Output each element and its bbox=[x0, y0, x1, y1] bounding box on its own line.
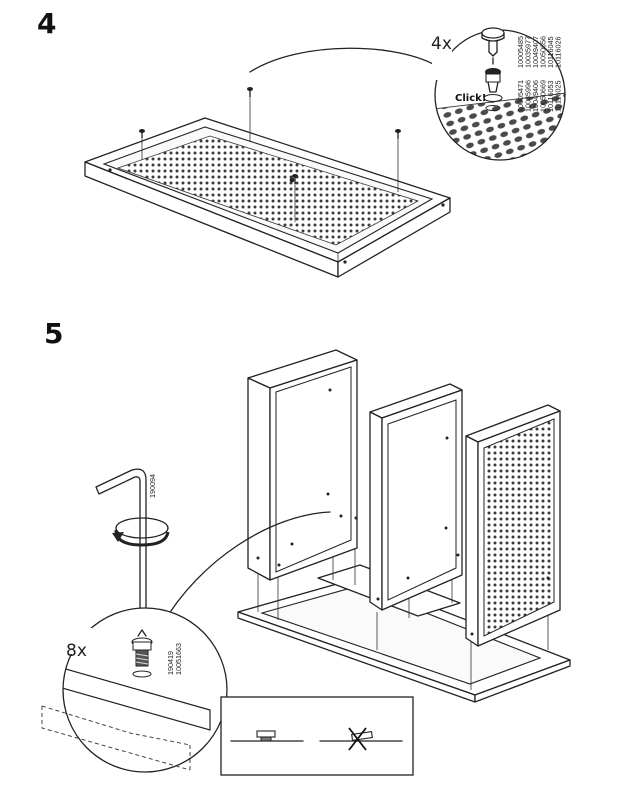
svg-text:10035996: 10035996 bbox=[524, 80, 533, 112]
part-codes-bottom: 10005471 10035996 10049406 10050669 1011… bbox=[516, 80, 563, 112]
pin-front-left bbox=[139, 129, 145, 160]
click-label: Click! bbox=[455, 93, 486, 104]
detail-connector-line bbox=[249, 47, 441, 73]
svg-text:10005471: 10005471 bbox=[516, 80, 525, 112]
svg-text:10050656: 10050656 bbox=[539, 36, 548, 68]
side-panel-left bbox=[247, 349, 358, 581]
pin-back-right bbox=[395, 129, 401, 192]
svg-text:190094: 190094 bbox=[148, 474, 157, 498]
side-panel-middle bbox=[369, 383, 463, 611]
svg-text:10049407: 10049407 bbox=[531, 36, 540, 68]
tool-code: 190094 bbox=[148, 474, 157, 498]
svg-text:10116026: 10116026 bbox=[554, 37, 563, 68]
pin-back-left bbox=[247, 87, 253, 142]
svg-text:10049406: 10049406 bbox=[531, 80, 540, 112]
svg-text:10116025: 10116025 bbox=[554, 81, 563, 112]
svg-text:10050669: 10050669 bbox=[539, 80, 548, 112]
incorrect-screw-icon bbox=[319, 727, 403, 751]
part-codes-top: 10005485 10035977 10049407 10050656 1011… bbox=[516, 36, 563, 68]
svg-text:10116053: 10116053 bbox=[546, 81, 555, 112]
side-panel-perforated bbox=[465, 404, 561, 647]
pin-center bbox=[292, 174, 298, 222]
step-4-quantity: 4x bbox=[431, 34, 452, 54]
svg-text:10116045: 10116045 bbox=[546, 37, 555, 68]
clockwise-rotation-arrow-icon bbox=[112, 517, 170, 547]
svg-text:190419: 190419 bbox=[166, 651, 175, 675]
svg-text:10051663: 10051663 bbox=[174, 643, 183, 675]
step-4-tray bbox=[84, 47, 451, 278]
detail-connector-line-5 bbox=[161, 511, 331, 626]
screw-codes: 190419 10051663 bbox=[166, 643, 183, 675]
step-5-base-frame bbox=[237, 564, 571, 703]
correct-screw-icon bbox=[230, 730, 304, 742]
step-4-detail: 4x Click! 10005485 10035977 10049407 100… bbox=[431, 27, 566, 161]
step-5-quantity: 8x bbox=[66, 641, 87, 661]
push-pin-click-icon bbox=[481, 27, 505, 111]
svg-text:10035977: 10035977 bbox=[524, 36, 533, 68]
svg-text:10005485: 10005485 bbox=[516, 36, 525, 68]
step-4-number: 4 bbox=[37, 7, 56, 40]
correct-vs-incorrect-screw-depth-icon bbox=[220, 696, 414, 776]
step-5-number: 5 bbox=[44, 317, 63, 350]
step-5-screw-detail: 8x 190419 10051663 bbox=[41, 607, 228, 773]
